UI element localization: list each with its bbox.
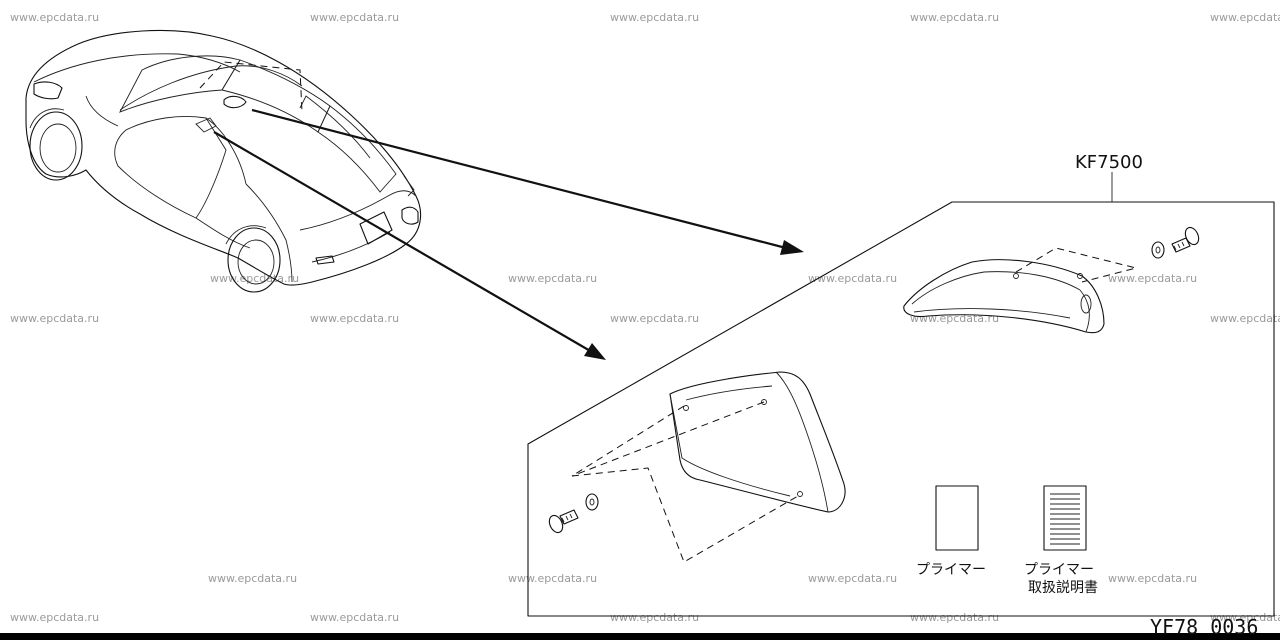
watermark: www.epcdata.ru <box>10 312 99 325</box>
car-body-outline <box>25 29 422 286</box>
watermark: www.epcdata.ru <box>1210 11 1280 24</box>
watermark: www.epcdata.ru <box>1210 611 1280 624</box>
primer-icon <box>935 485 979 551</box>
arrowhead <box>780 240 804 255</box>
watermark: www.epcdata.ru <box>1210 312 1280 325</box>
callout-box <box>527 201 1275 617</box>
screw <box>1171 226 1200 253</box>
instruction-label-line1: プライマー <box>1024 562 1094 578</box>
watermark: www.epcdata.ru <box>10 11 99 24</box>
instruction-sheet-icon <box>1043 485 1087 551</box>
washer <box>585 493 599 511</box>
watermark: www.epcdata.ru <box>10 611 99 624</box>
bottom-border <box>0 633 1280 640</box>
car-illustration <box>25 29 422 293</box>
instruction-label-line2: 取扱説明書 <box>1028 580 1098 596</box>
primer-item: プライマー <box>916 485 986 578</box>
primer-label: プライマー <box>916 562 986 578</box>
arrowhead <box>584 343 606 360</box>
diagram-code: YF78 0036 <box>1150 615 1258 639</box>
side-lamp-part <box>571 371 846 563</box>
watermark: www.epcdata.ru <box>310 11 399 24</box>
arrow-to-side-lamp <box>213 131 593 353</box>
washer <box>1151 241 1165 259</box>
screw <box>548 509 579 534</box>
watermark: www.epcdata.ru <box>310 312 399 325</box>
reference-arrows <box>213 108 804 360</box>
watermark: www.epcdata.ru <box>808 572 897 585</box>
watermark: www.epcdata.ru <box>808 272 897 285</box>
arrow-to-rear-lamp <box>251 108 787 250</box>
watermark: www.epcdata.ru <box>910 312 999 325</box>
watermark-layer: www.epcdata.ru www.epcdata.ru www.epcdat… <box>10 11 1280 624</box>
watermark: www.epcdata.ru <box>210 272 299 285</box>
watermark: www.epcdata.ru <box>508 272 597 285</box>
high-mount-stop-lamp <box>903 247 1137 334</box>
watermark: www.epcdata.ru <box>910 611 999 624</box>
watermark: www.epcdata.ru <box>610 11 699 24</box>
watermark: www.epcdata.ru <box>610 312 699 325</box>
watermark: www.epcdata.ru <box>1108 272 1197 285</box>
watermark: www.epcdata.ru <box>610 611 699 624</box>
primer-instructions-item: プライマー 取扱説明書 <box>1024 485 1098 596</box>
watermark: www.epcdata.ru <box>1108 572 1197 585</box>
part-number-label: KF7500 <box>1075 152 1143 173</box>
watermark: www.epcdata.ru <box>208 572 297 585</box>
watermark: www.epcdata.ru <box>310 611 399 624</box>
watermark: www.epcdata.ru <box>910 11 999 24</box>
part-callout-panel: KF7500 <box>527 152 1275 617</box>
watermark: www.epcdata.ru <box>508 572 597 585</box>
